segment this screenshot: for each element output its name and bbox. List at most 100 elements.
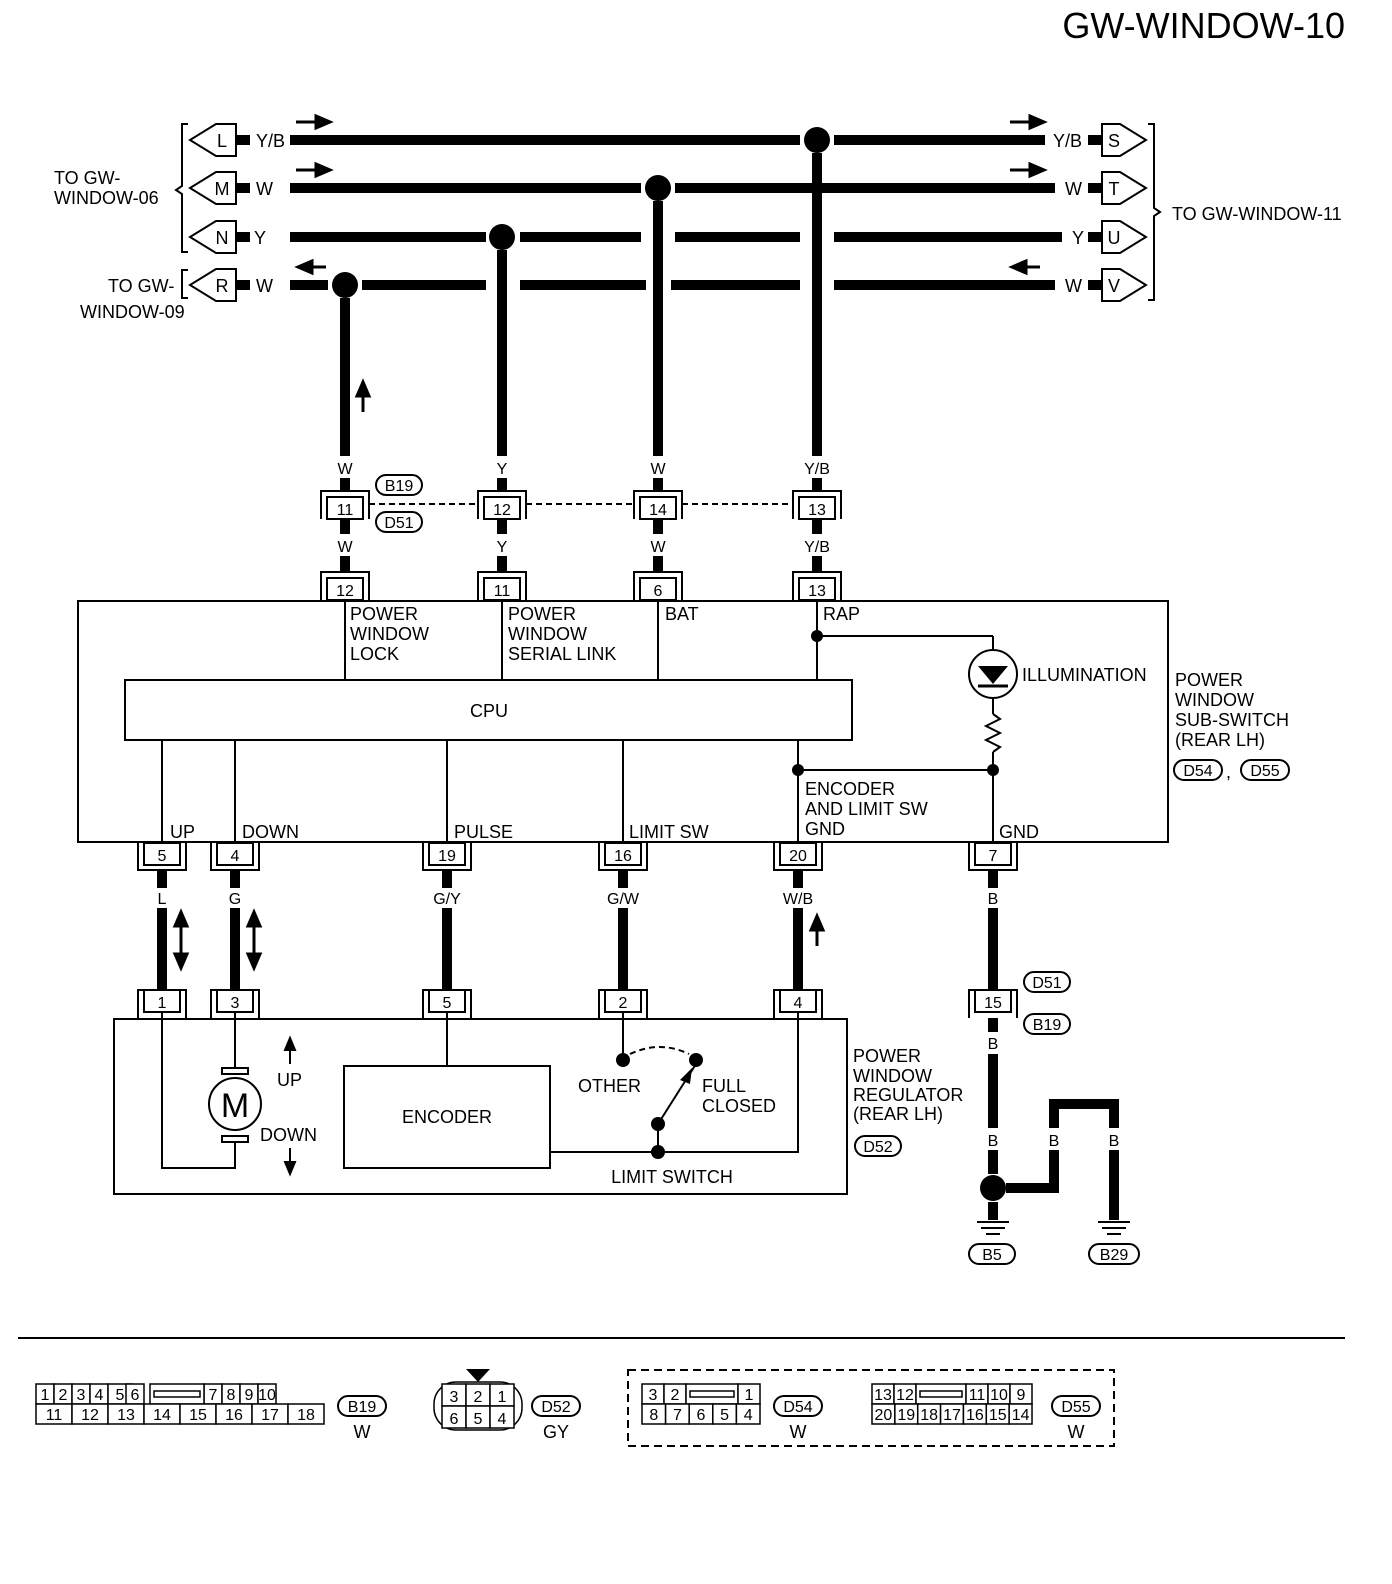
subswitch-pin-16[interactable]: 16 [598,842,648,871]
b19-pin-13[interactable]: 13 [792,490,842,520]
svg-text:8: 8 [227,1387,236,1404]
b19-bottom-cavity: 17 [251,1403,289,1425]
output-color-b: B [988,891,999,908]
offpage-left-bottom-line2: WINDOW-09 [80,302,185,322]
svg-text:T: T [1109,179,1120,199]
connector-lock-tab [915,1383,967,1405]
bus-color-left-4: W [256,276,273,296]
svg-text:U: U [1108,228,1121,248]
d54-d55-dashed-group [627,1369,1115,1447]
right-flag-v[interactable]: V [1101,268,1148,302]
svg-text:19: 19 [438,848,456,865]
svg-text:2: 2 [619,995,628,1012]
subswitch-name-1: POWER [1175,670,1243,690]
subswitch-name-3: SUB-SWITCH [1175,710,1289,730]
svg-text:B19: B19 [348,1399,377,1416]
drop-color-4-upper: Y/B [804,461,830,478]
b19-face-color: W [354,1422,371,1442]
b19-top-cavity: 6 [125,1383,145,1405]
svg-text:D52: D52 [541,1399,570,1416]
d55-top-cavity: 13 [871,1383,895,1405]
subswitch-pin-4[interactable]: 4 [210,842,260,871]
svg-text:18: 18 [920,1407,938,1424]
connector-lock-tab [149,1383,205,1405]
subswitch-pin-12[interactable]: 12 [320,571,370,601]
drop-color-2-lower: Y [497,539,508,556]
svg-text:M: M [215,179,230,199]
signal-serial-link-3: SERIAL LINK [508,644,616,664]
d52-top-cavity: 3 [441,1383,467,1407]
svg-text:B5: B5 [982,1247,1002,1264]
bus-stubs [236,135,1102,290]
subswitch-pin-19[interactable]: 19 [422,842,472,871]
regulator-pin-4[interactable]: 4 [773,989,823,1018]
signal-up: UP [170,822,195,842]
regulator-up-label: UP [277,1070,302,1090]
ground-joint-pin-15[interactable]: 15 [968,989,1018,1018]
d54-bottom-cavity: 4 [735,1403,761,1425]
svg-text:6: 6 [697,1407,706,1424]
svg-text:N: N [216,228,229,248]
signal-down: DOWN [242,822,299,842]
regulator-pin-2[interactable]: 2 [598,989,648,1018]
up-arrow-icon [354,378,372,412]
d54-top-cavity: 2 [663,1383,687,1405]
svg-text:2: 2 [59,1387,68,1404]
svg-text:6: 6 [654,583,663,600]
svg-text:18: 18 [297,1407,315,1424]
drop-color-3-lower: W [650,539,666,556]
b29-label-badge: B29 [1088,1243,1140,1265]
b19-pin-14[interactable]: 14 [633,490,683,520]
svg-text:3: 3 [450,1389,459,1406]
subswitch-pin-20[interactable]: 20 [773,842,823,871]
signal-power-window-lock-3: LOCK [350,644,399,664]
b19-top-cavity: 9 [239,1383,259,1405]
b19-pin-12[interactable]: 12 [477,490,527,520]
right-flag-t[interactable]: T [1101,171,1148,205]
subswitch-pin-6[interactable]: 6 [633,571,683,601]
regulator-pin-5[interactable]: 5 [422,989,472,1018]
svg-text:S: S [1108,131,1120,151]
left-flag-l[interactable]: L [188,123,237,157]
b19-bottom-cavity: 15 [179,1403,217,1425]
b19-ground-badge: B19 [1023,1013,1071,1035]
left-flag-m[interactable]: M [188,171,237,205]
subswitch-name-2: WINDOW [1175,690,1254,710]
subswitch-pin-11[interactable]: 11 [477,571,527,601]
svg-text:17: 17 [943,1407,961,1424]
right-flag-u[interactable]: U [1101,220,1148,254]
up-arrow-icon-wb [808,912,826,946]
b19-pin-11[interactable]: 11 [320,490,370,520]
subswitch-pin-13[interactable]: 13 [792,571,842,601]
output-color-g: G [229,891,241,908]
regulator-name-4: (REAR LH) [853,1104,943,1124]
signal-gnd: GND [999,822,1039,842]
d55-face-color: W [1068,1422,1085,1442]
subswitch-pin-5[interactable]: 5 [137,842,187,871]
subswitch-pin-7[interactable]: 7 [968,842,1018,871]
d52-face-badge: D52 [531,1395,581,1417]
drop-color-1-upper: W [337,461,353,478]
offpage-right: TO GW-WINDOW-11 [1172,204,1342,224]
signal-limit-sw: LIMIT SW [629,822,709,842]
right-flag-s[interactable]: S [1101,123,1148,157]
bus-color-left-1: Y/B [256,131,285,151]
b19-top-cavity: 3 [71,1383,91,1405]
cpu-block [124,679,853,741]
d55-bottom-cavity: 15 [985,1403,1010,1425]
svg-text:5: 5 [720,1407,729,1424]
svg-text:13: 13 [117,1407,135,1424]
svg-text:B29: B29 [1100,1247,1129,1264]
left-flag-n[interactable]: N [188,220,237,254]
d55-bottom-cavity: 17 [939,1403,965,1425]
svg-text:5: 5 [116,1387,125,1404]
d55-label-badge: D55 [1240,759,1290,781]
b19-bottom-cavity: 16 [215,1403,253,1425]
left-flag-r[interactable]: R [188,268,237,302]
regulator-pin-3[interactable]: 3 [210,989,260,1018]
d52-top-cavity: 2 [465,1383,491,1407]
svg-text:D54: D54 [783,1399,812,1416]
bus-color-right-4: W [1065,276,1082,296]
d54-bottom-cavity: 5 [712,1403,738,1425]
svg-text:13: 13 [808,502,826,519]
